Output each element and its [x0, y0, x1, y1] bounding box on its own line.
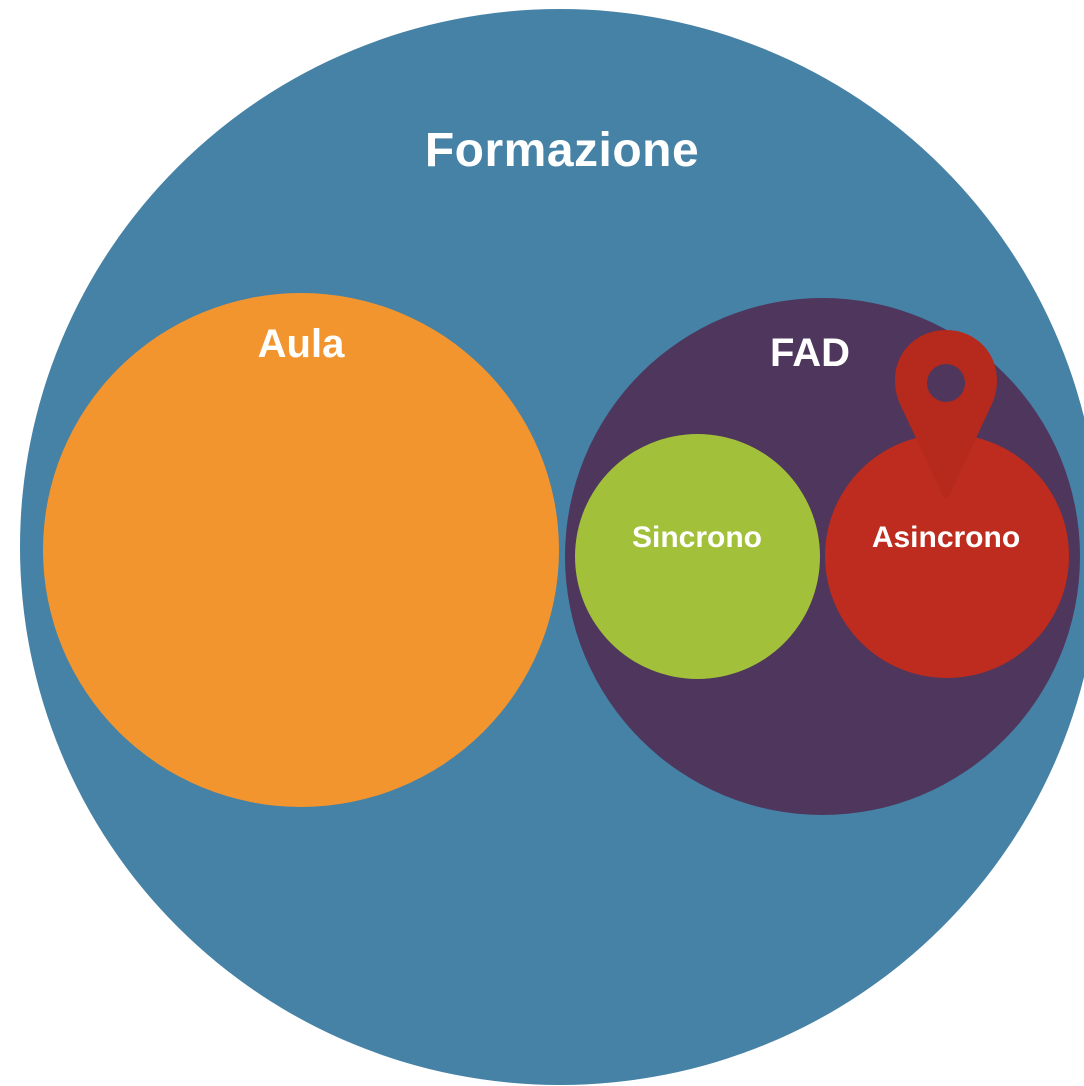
map-pin-icon: [895, 330, 997, 499]
formazione-label: Formazione: [424, 124, 700, 177]
sincrono-label: Sincrono: [631, 521, 762, 554]
asincrono-label: Asincrono: [871, 521, 1021, 554]
sincrono-circle: [575, 434, 820, 679]
aula-circle: [43, 293, 559, 807]
map-pin-body: [895, 330, 997, 499]
fad-label: FAD: [770, 331, 850, 375]
map-pin-hole: [927, 364, 965, 402]
aula-label: Aula: [257, 322, 345, 366]
